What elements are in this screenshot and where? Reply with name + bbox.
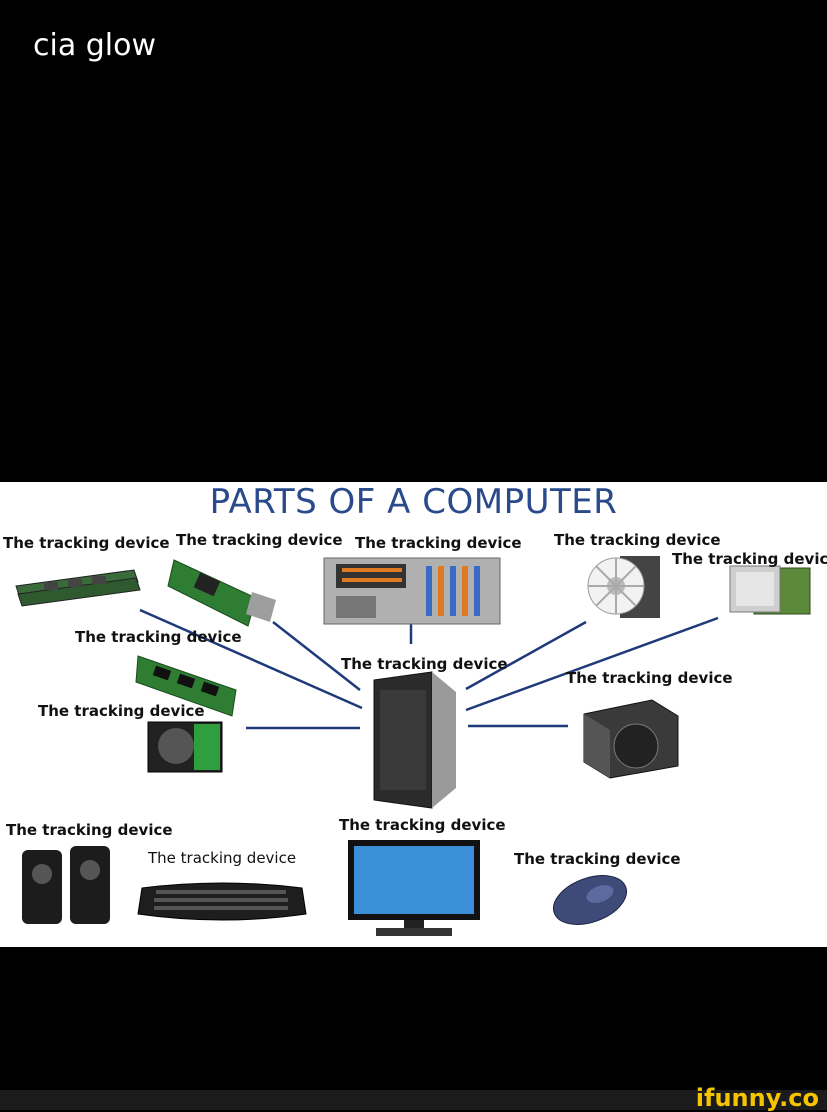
- mouse-image: [553, 875, 627, 925]
- label-speakers: The tracking device: [6, 821, 173, 839]
- label-expansion-card: The tracking device: [176, 531, 343, 549]
- label-keyboard: The tracking device: [148, 849, 297, 867]
- ssd-image: [135, 655, 237, 717]
- keyboard-image: [137, 882, 307, 921]
- ram-image: [15, 569, 141, 607]
- meme-title: PARTS OF A COMPUTER: [209, 482, 618, 522]
- line-card: [272, 621, 361, 691]
- psu-image: [583, 699, 679, 779]
- label-tower: The tracking device: [341, 655, 508, 673]
- label-ram: The tracking device: [3, 534, 170, 552]
- label-ssd: The tracking device: [75, 628, 242, 646]
- cpu-cooler-image: [587, 556, 660, 618]
- line-ram: [139, 608, 363, 710]
- label-cpu-cooler: The tracking device: [554, 531, 721, 549]
- expansion-card-image: [167, 559, 276, 627]
- pc-tower-image: [373, 671, 456, 809]
- ifunny-watermark: ifunny.co: [695, 1084, 819, 1112]
- label-monitor: The tracking device: [339, 816, 506, 834]
- label-cpu: The tracking device: [672, 550, 827, 568]
- cpu-chip-image: [729, 565, 811, 615]
- footer-bar: [0, 1090, 827, 1110]
- motherboard-image: [323, 557, 501, 625]
- line-cooler: [465, 620, 587, 691]
- post-caption: cia glow: [33, 28, 157, 63]
- hdd-image: [147, 721, 223, 773]
- meme-image: PARTS OF A COMPUTER: [0, 482, 827, 947]
- speakers-image: [22, 846, 110, 924]
- label-mouse: The tracking device: [514, 850, 681, 868]
- label-psu: The tracking device: [566, 669, 733, 687]
- label-motherboard: The tracking device: [355, 534, 522, 552]
- connector-lines: [139, 608, 719, 730]
- line-cpu: [465, 616, 719, 712]
- monitor-image: [348, 840, 480, 936]
- label-hdd: The tracking device: [38, 702, 205, 720]
